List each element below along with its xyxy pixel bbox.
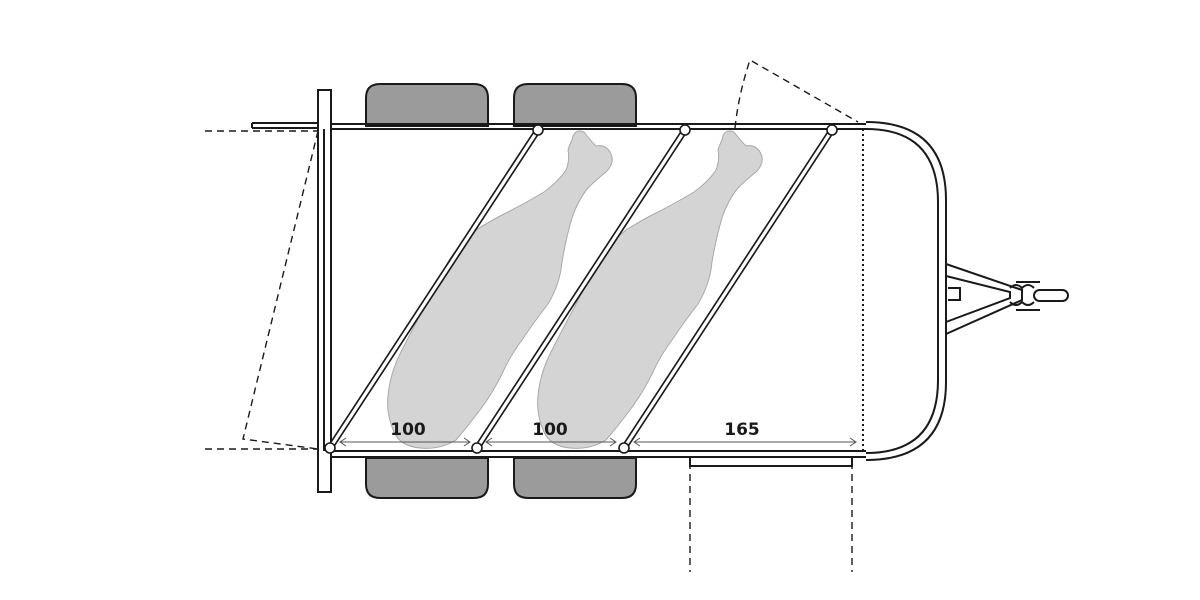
horse-silhouette-2 (537, 130, 763, 449)
drawbar (945, 263, 1069, 335)
wheel-bottom-left (365, 457, 489, 499)
dimension-arrow-2 (485, 437, 617, 447)
partitions (324, 124, 838, 454)
wheels (365, 83, 637, 499)
hitch-coupler (1033, 289, 1069, 302)
partition-bar-2 (471, 124, 691, 454)
partition-bar-3 (618, 124, 838, 454)
dimension-arrow-3 (633, 437, 857, 447)
dimension-label-2: 100 (532, 420, 568, 440)
side-door-swing (689, 462, 853, 572)
rear-panel (317, 89, 332, 493)
dimension-label-1: 100 (390, 420, 426, 440)
horses (387, 130, 763, 449)
wheel-top-left (365, 83, 489, 127)
wheel-top-right (513, 83, 637, 127)
dimension-lines (339, 437, 857, 447)
dimension-label-3: 165 (724, 420, 760, 440)
front-door-swing (734, 58, 859, 129)
horse-silhouette-1 (387, 130, 613, 449)
wheel-bottom-right (513, 457, 637, 499)
trailer-body (251, 89, 947, 493)
rear-door-swing (205, 130, 319, 450)
partition-bar-1 (324, 124, 544, 454)
dimension-arrow-1 (339, 437, 471, 447)
